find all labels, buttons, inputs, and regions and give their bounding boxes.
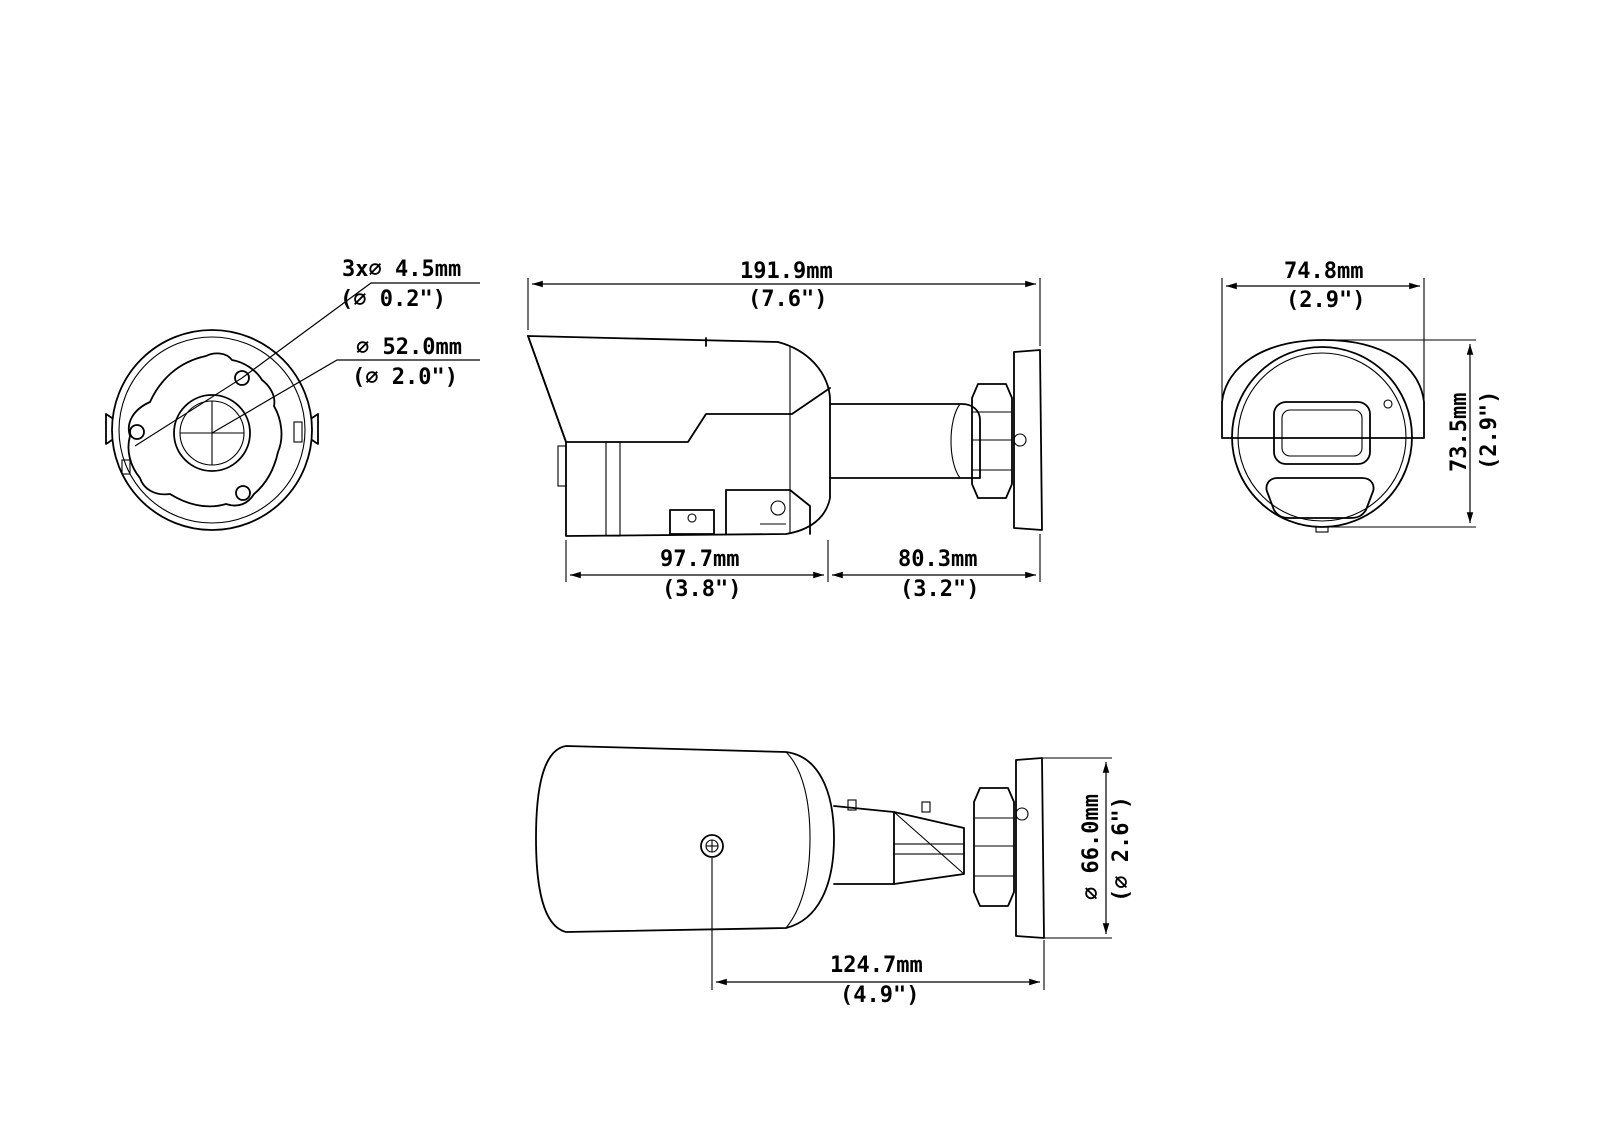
reach-label: 124.7mm: [830, 953, 923, 978]
total-length-label: 191.9mm: [740, 259, 833, 284]
bore-dim-label: ∅ 52.0mm: [356, 335, 462, 360]
rear-view: 3x∅ 4.5mm (∅ 0.2") ∅ 52.0mm (∅ 2.0"): [105, 257, 480, 531]
front-height-label: 73.5mm: [1447, 393, 1472, 472]
bore-dim-label-in: (∅ 2.0"): [352, 365, 458, 390]
front-view: 74.8mm (2.9") 73.5mm (2.9"): [1221, 259, 1502, 533]
base-diameter-label: ∅ 66.0mm: [1079, 794, 1104, 900]
body-length-label: 97.7mm: [660, 547, 739, 572]
body-length-label-in: (3.8"): [662, 577, 741, 602]
top-view: 124.7mm (4.9") ∅ 66.0mm (∅ 2.6"): [535, 745, 1134, 1008]
mount-length-label: 80.3mm: [898, 547, 977, 572]
front-width-label: 74.8mm: [1284, 259, 1363, 284]
side-view: 191.9mm (7.6") 97.7mm (3.8") 80.3mm (3.2…: [527, 259, 1043, 602]
reach-label-in: (4.9"): [840, 983, 919, 1008]
holes-dim-label: 3x∅ 4.5mm: [342, 257, 461, 282]
front-width-label-in: (2.9"): [1286, 288, 1365, 313]
mount-length-label-in: (3.2"): [900, 577, 979, 602]
total-length-label-in: (7.6"): [748, 287, 827, 312]
front-height-label-in: (2.9"): [1477, 391, 1502, 470]
base-diameter-label-in: (∅ 2.6"): [1109, 796, 1134, 902]
holes-dim-label-in: (∅ 0.2"): [340, 287, 446, 312]
